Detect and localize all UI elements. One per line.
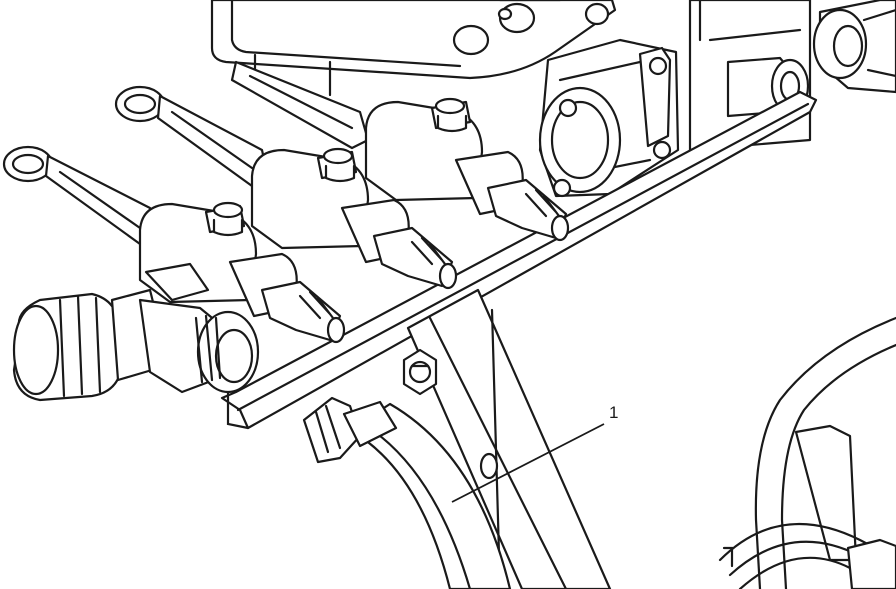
threaded-fitting [138, 262, 260, 394]
callout-label: 1 [609, 403, 618, 422]
lower-right-frame [718, 316, 896, 589]
upper-right-block [688, 0, 896, 152]
hose-barb-3 [486, 178, 570, 242]
mounting-bolt [402, 348, 438, 396]
control-lever-2 [114, 85, 270, 188]
regulator-knob [12, 288, 162, 402]
control-lever-3 [230, 60, 370, 150]
callout-leader-line [451, 423, 605, 503]
hose-barb-1 [260, 280, 346, 344]
manifold-base-plate [220, 90, 818, 430]
valve-3 [364, 97, 570, 242]
valve-2 [250, 147, 458, 290]
hose-fitting [302, 396, 398, 464]
support-leg [402, 288, 612, 589]
callout-1: 1 [451, 403, 618, 503]
pump-body [538, 38, 680, 198]
control-lever-1 [2, 145, 156, 246]
hose-assembly [302, 396, 512, 589]
hose-barb-2 [372, 226, 458, 290]
upper-housing [210, 0, 617, 97]
